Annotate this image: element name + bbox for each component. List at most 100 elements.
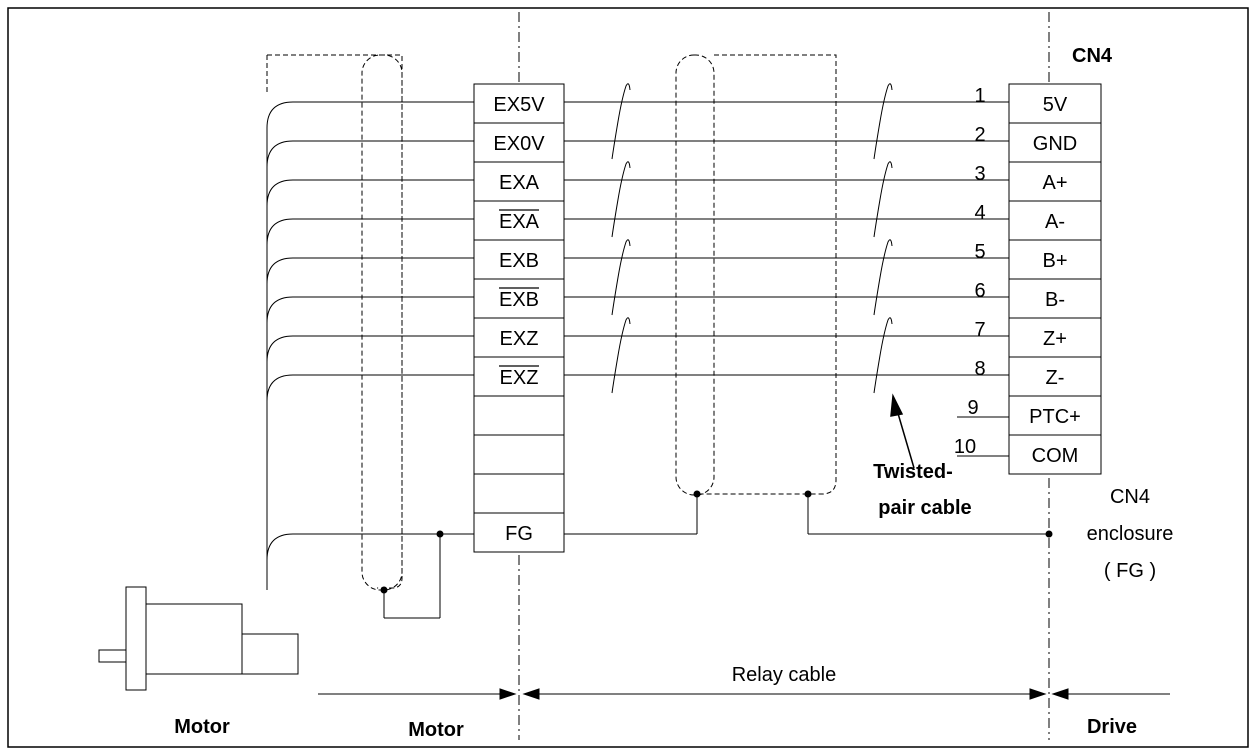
diagram-frame <box>7 7 1249 748</box>
motor-label: Motor <box>174 716 230 738</box>
cn4-pin-number: 3 <box>974 163 985 185</box>
motor-signal-label: EXZ <box>500 328 539 350</box>
junction-dot <box>804 490 812 498</box>
relay-shield-outline <box>697 54 837 495</box>
motor-signal-wire <box>266 296 474 590</box>
cn4-pin-label: COM <box>1032 445 1079 467</box>
cn4-pin-box <box>1008 83 1102 124</box>
motor-terminal <box>473 356 565 397</box>
motor-connector: EX5V EX0V EXA EXA EXB EXB EXZ EXZ FG <box>473 83 565 553</box>
motor-signal-label: EXB <box>499 289 539 311</box>
motor-terminal-empty <box>473 434 565 475</box>
cn4-pin-number: 1 <box>974 85 985 107</box>
cn4-pin-number: 9 <box>967 397 978 419</box>
cn4-pin-label: GND <box>1033 133 1077 155</box>
cn4-pin-label: PTC+ <box>1029 406 1081 428</box>
cn4-pin-box <box>1008 434 1102 475</box>
motor-signal-label: EXB <box>499 250 539 272</box>
twist-mark <box>873 239 893 316</box>
motor-terminal <box>473 161 565 202</box>
motor-body <box>145 603 243 675</box>
twist-mark <box>873 83 893 160</box>
cn4-pin-box <box>1008 356 1102 397</box>
relay-cable-label: Relay cable <box>732 664 837 686</box>
fg-terminal-label: FG <box>505 523 533 545</box>
motor-signal-label: EX5V <box>493 94 545 116</box>
motor-signal-wire <box>266 374 474 590</box>
cn4-pin-number: 10 <box>954 436 976 458</box>
fg-wiring <box>266 494 1049 619</box>
cn4-pin-box <box>1008 200 1102 241</box>
section-dividers <box>518 12 1050 740</box>
fg-terminal <box>473 512 565 553</box>
cn4-pin-label: A+ <box>1042 172 1067 194</box>
motor-signal-label: EXA <box>499 172 540 194</box>
motor-signal-wire <box>266 218 474 590</box>
cn4-pin-number: 4 <box>974 202 985 224</box>
motor-terminal-empty <box>473 473 565 514</box>
motor-section-label: Motor <box>408 719 464 741</box>
motor-signal-wire <box>266 101 474 590</box>
twisted-pair-label-2: pair cable <box>878 497 971 519</box>
motor-drawing <box>98 586 299 691</box>
cn4-pin-label: Z- <box>1046 367 1065 389</box>
enclosure-label-2: enclosure <box>1087 523 1174 545</box>
motor-signal-label: EX0V <box>493 133 545 155</box>
motor-terminal <box>473 317 565 358</box>
motor-signal-label: EXZ <box>500 367 539 389</box>
motor-wire-bundle <box>266 101 474 590</box>
cn4-pin-box <box>1008 161 1102 202</box>
motor-signal-wire <box>266 140 474 590</box>
junction-dot <box>1045 530 1053 538</box>
twist-mark <box>611 161 631 238</box>
cn4-pin-label: A- <box>1045 211 1065 233</box>
dimension-arrows <box>318 688 1170 700</box>
junction-dot <box>380 586 388 594</box>
twist-mark <box>873 317 893 394</box>
cn4-pin-label: Z+ <box>1043 328 1067 350</box>
cn4-pin-box <box>1008 395 1102 436</box>
cn4-pin-number: 2 <box>974 124 985 146</box>
fg-motor-wire <box>266 533 474 590</box>
twisted-pair-label-1: Twisted- <box>873 461 953 483</box>
cn4-pin-number: 6 <box>974 280 985 302</box>
cn4-pin-number: 7 <box>974 319 985 341</box>
motor-encoder-box <box>241 633 299 675</box>
cn4-pin-box <box>1008 122 1102 163</box>
cn4-pin-label: B- <box>1045 289 1065 311</box>
drive-section-label: Drive <box>1087 716 1137 738</box>
motor-signal-wire <box>266 179 474 590</box>
twist-marks <box>611 83 893 394</box>
cn4-pin-number: 8 <box>974 358 985 380</box>
junction-dot <box>693 490 701 498</box>
cn4-pin-box <box>1008 278 1102 319</box>
cn4-pin-label: 5V <box>1043 94 1068 116</box>
junction-dot <box>436 530 444 538</box>
cn4-pin-label: B+ <box>1042 250 1067 272</box>
motor-terminal <box>473 239 565 280</box>
motor-shaft <box>98 649 127 663</box>
cn4-pin-number: 5 <box>974 241 985 263</box>
motor-shield-outline <box>267 54 403 589</box>
motor-signal-label: EXA <box>499 211 540 233</box>
signal-lines <box>564 101 1009 376</box>
twist-mark <box>873 161 893 238</box>
motor-flange <box>125 586 147 691</box>
relay-shield-loop <box>675 54 715 496</box>
enclosure-label-3: ( FG ) <box>1104 560 1156 582</box>
cn4-title: CN4 <box>1072 45 1113 67</box>
enclosure-label-1: CN4 <box>1110 486 1150 508</box>
twisted-pair-arrow <box>890 393 915 469</box>
junction-dots <box>380 490 1053 594</box>
motor-signal-wire <box>266 335 474 590</box>
motor-signal-wire <box>266 257 474 590</box>
motor-shield-loop <box>361 54 403 591</box>
twist-mark <box>611 317 631 394</box>
twist-mark <box>611 239 631 316</box>
cn4-pin-box <box>1008 317 1102 358</box>
motor-terminal-empty <box>473 395 565 436</box>
motor-terminal <box>473 83 565 124</box>
twist-mark <box>611 83 631 160</box>
